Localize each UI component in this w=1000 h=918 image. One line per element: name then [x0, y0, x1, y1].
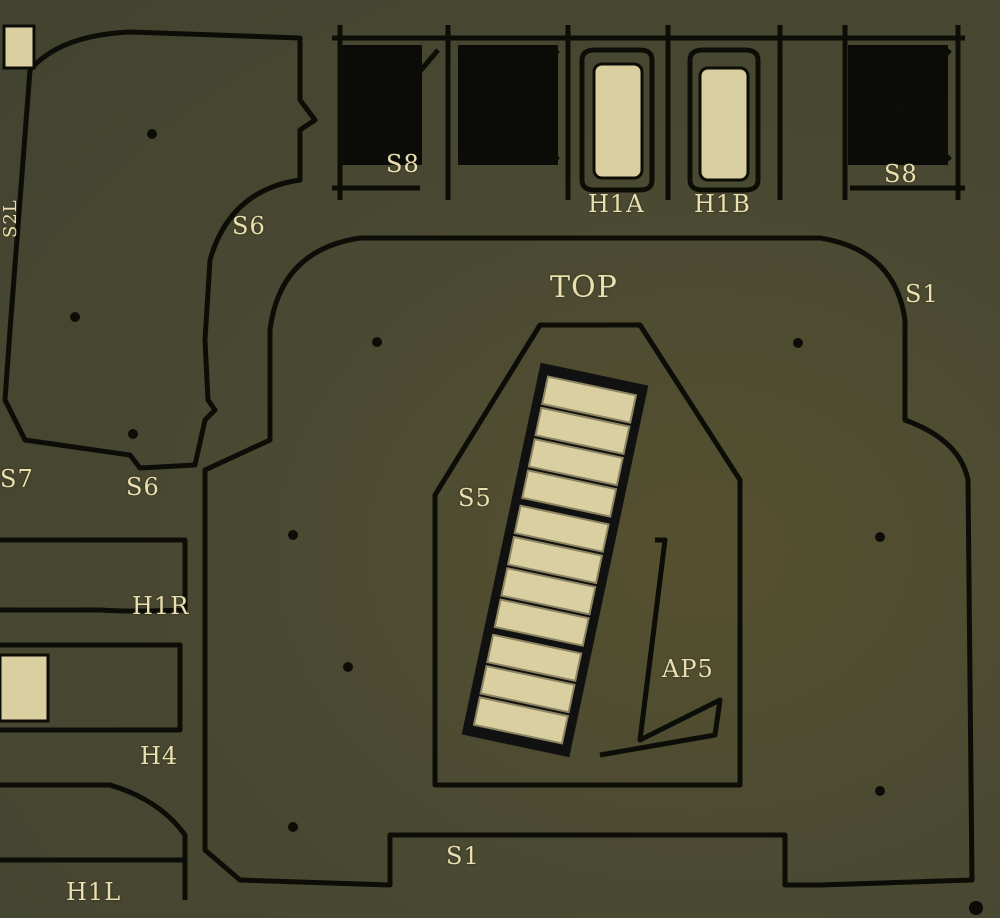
part-top-s1-outline — [202, 235, 975, 888]
label-s1-bottom: S1 — [446, 842, 480, 870]
alignment-holes — [70, 129, 983, 915]
label-s6-bottom: S6 — [126, 473, 160, 501]
label-s2l: S2L — [0, 199, 21, 238]
label-ap5: AP5 — [662, 655, 714, 683]
part-s2l-fragment — [2, 24, 36, 70]
part-h4-outline — [0, 642, 183, 733]
part-s5-outline — [432, 322, 743, 788]
part-h1b — [698, 66, 750, 182]
label-s5: S5 — [458, 484, 492, 512]
label-h1a: H1A — [588, 190, 645, 218]
part-ap5-outline — [599, 537, 723, 758]
label-s8-left: S8 — [386, 150, 420, 178]
label-s8-right: S8 — [884, 160, 918, 188]
label-s1-right: S1 — [905, 280, 939, 308]
part-s6-outline — [2, 29, 318, 471]
part-s8-frame — [332, 25, 965, 200]
part-s5-strips — [461, 362, 649, 758]
label-top: TOP — [550, 270, 618, 305]
label-h4: H4 — [140, 742, 179, 770]
label-h1l: H1L — [66, 878, 122, 906]
part-h1l-outline — [0, 782, 188, 900]
part-h1a — [592, 62, 644, 180]
label-h1b: H1B — [694, 190, 751, 218]
label-s6-top: S6 — [232, 212, 266, 240]
label-h1r: H1R — [132, 592, 190, 620]
part-h4-brass — [0, 653, 50, 723]
part-h1r-outline — [0, 537, 188, 614]
label-s7: S7 — [0, 465, 34, 493]
